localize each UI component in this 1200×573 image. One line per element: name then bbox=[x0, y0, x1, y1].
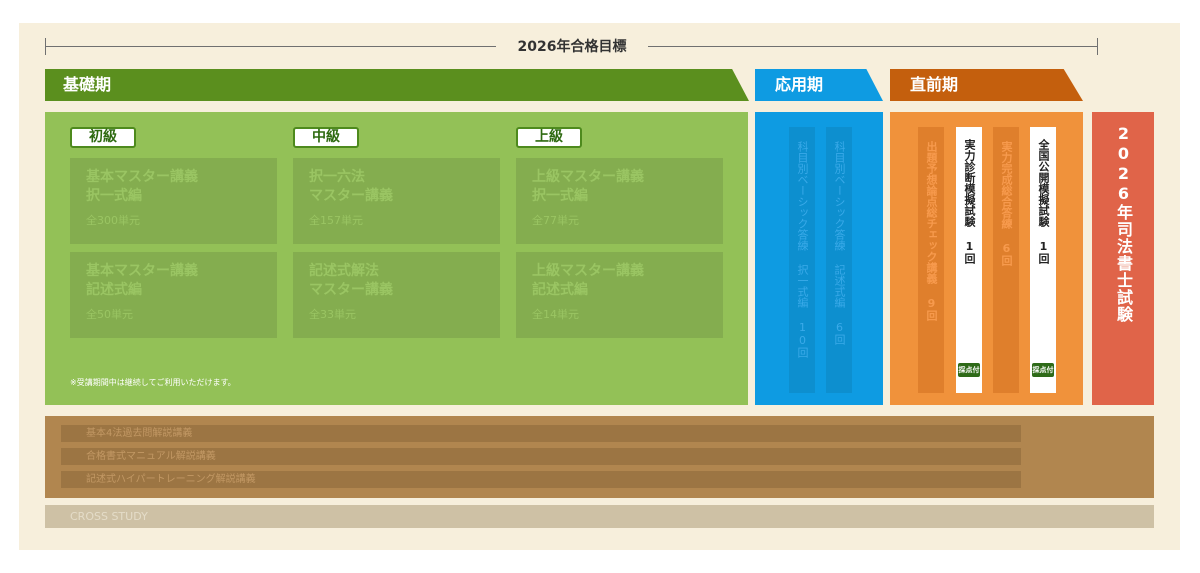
level-badge-intermediate: 中級 bbox=[293, 127, 359, 148]
lecture-bar[interactable]: 基本4法過去問解説講義 bbox=[61, 425, 1021, 442]
course-box[interactable]: 基本マスター講義 択一式編 全300単元 bbox=[70, 158, 277, 244]
chokuzen-exam-column[interactable]: 実力診断模擬試験 1回 bbox=[956, 127, 982, 393]
course-subtitle: 択一式編 bbox=[86, 188, 142, 204]
score-badge: 採点付 bbox=[958, 363, 980, 377]
course-title: 上級マスター講義 bbox=[532, 169, 644, 185]
course-box[interactable]: 基本マスター講義 記述式編 全50単元 bbox=[70, 252, 277, 338]
chokuzen-exam-column[interactable]: 全国公開模擬試験 1回 bbox=[1030, 127, 1056, 393]
phase-header-oyo: 応用期 bbox=[755, 69, 883, 101]
oyo-column[interactable]: 科目別ベーシック答練 記述式編 6回 bbox=[826, 127, 852, 393]
timeline-start-tick bbox=[45, 38, 46, 55]
lecture-bar[interactable]: 合格書式マニュアル解説講義 bbox=[61, 448, 1021, 465]
level-badge-advanced: 上級 bbox=[516, 127, 582, 148]
course-units: 全77単元 bbox=[532, 214, 579, 227]
course-title: 上級マスター講義 bbox=[532, 263, 644, 279]
course-title: 記述式解法 bbox=[309, 263, 379, 279]
course-box[interactable]: 上級マスター講義 択一式編 全77単元 bbox=[516, 158, 723, 244]
oyo-panel bbox=[755, 112, 883, 405]
phase-label: 応用期 bbox=[775, 75, 824, 94]
phase-header-chokuzen: 直前期 bbox=[890, 69, 1083, 101]
course-units: 全50単元 bbox=[86, 308, 133, 321]
oyo-column[interactable]: 科目別ベーシック答練 択一式編 10回 bbox=[789, 127, 815, 393]
lecture-bar[interactable]: 記述式ハイパートレーニング解説講義 bbox=[61, 471, 1021, 488]
kiso-note: ※受講期間中は継続してご利用いただけます。 bbox=[70, 378, 236, 387]
course-subtitle: マスター講義 bbox=[309, 282, 393, 298]
course-subtitle: マスター講義 bbox=[309, 188, 393, 204]
course-box[interactable]: 上級マスター講義 記述式編 全14単元 bbox=[516, 252, 723, 338]
course-units: 全33単元 bbox=[309, 308, 356, 321]
course-units: 全14単元 bbox=[532, 308, 579, 321]
course-subtitle: 記述式編 bbox=[532, 282, 588, 298]
course-title: 択一六法 bbox=[309, 169, 365, 185]
level-badge-beginner: 初級 bbox=[70, 127, 136, 148]
chokuzen-column[interactable]: 出題予想論点総チェック講義 9回 bbox=[918, 127, 944, 393]
course-subtitle: 択一式編 bbox=[532, 188, 588, 204]
cross-study-bar[interactable]: CROSS STUDY bbox=[45, 505, 1154, 528]
chokuzen-column[interactable]: 実力完成総合答練 6回 bbox=[993, 127, 1019, 393]
target-year-label: 2026年合格目標 bbox=[496, 36, 648, 58]
course-box[interactable]: 択一六法 マスター講義 全157単元 bbox=[293, 158, 500, 244]
exam-panel bbox=[1092, 112, 1154, 405]
phase-label: 直前期 bbox=[910, 75, 959, 94]
course-box[interactable]: 記述式解法 マスター講義 全33単元 bbox=[293, 252, 500, 338]
course-subtitle: 記述式編 bbox=[86, 282, 142, 298]
phase-label: 基礎期 bbox=[63, 75, 112, 94]
timeline-end-tick bbox=[1097, 38, 1098, 55]
course-units: 全157単元 bbox=[309, 214, 363, 227]
course-title: 基本マスター講義 bbox=[86, 263, 198, 279]
exam-label: 2026年司法書士試験 bbox=[1114, 124, 1133, 323]
phase-header-kiso: 基礎期 bbox=[45, 69, 749, 101]
course-title: 基本マスター講義 bbox=[86, 169, 198, 185]
score-badge: 採点付 bbox=[1032, 363, 1054, 377]
course-units: 全300単元 bbox=[86, 214, 140, 227]
